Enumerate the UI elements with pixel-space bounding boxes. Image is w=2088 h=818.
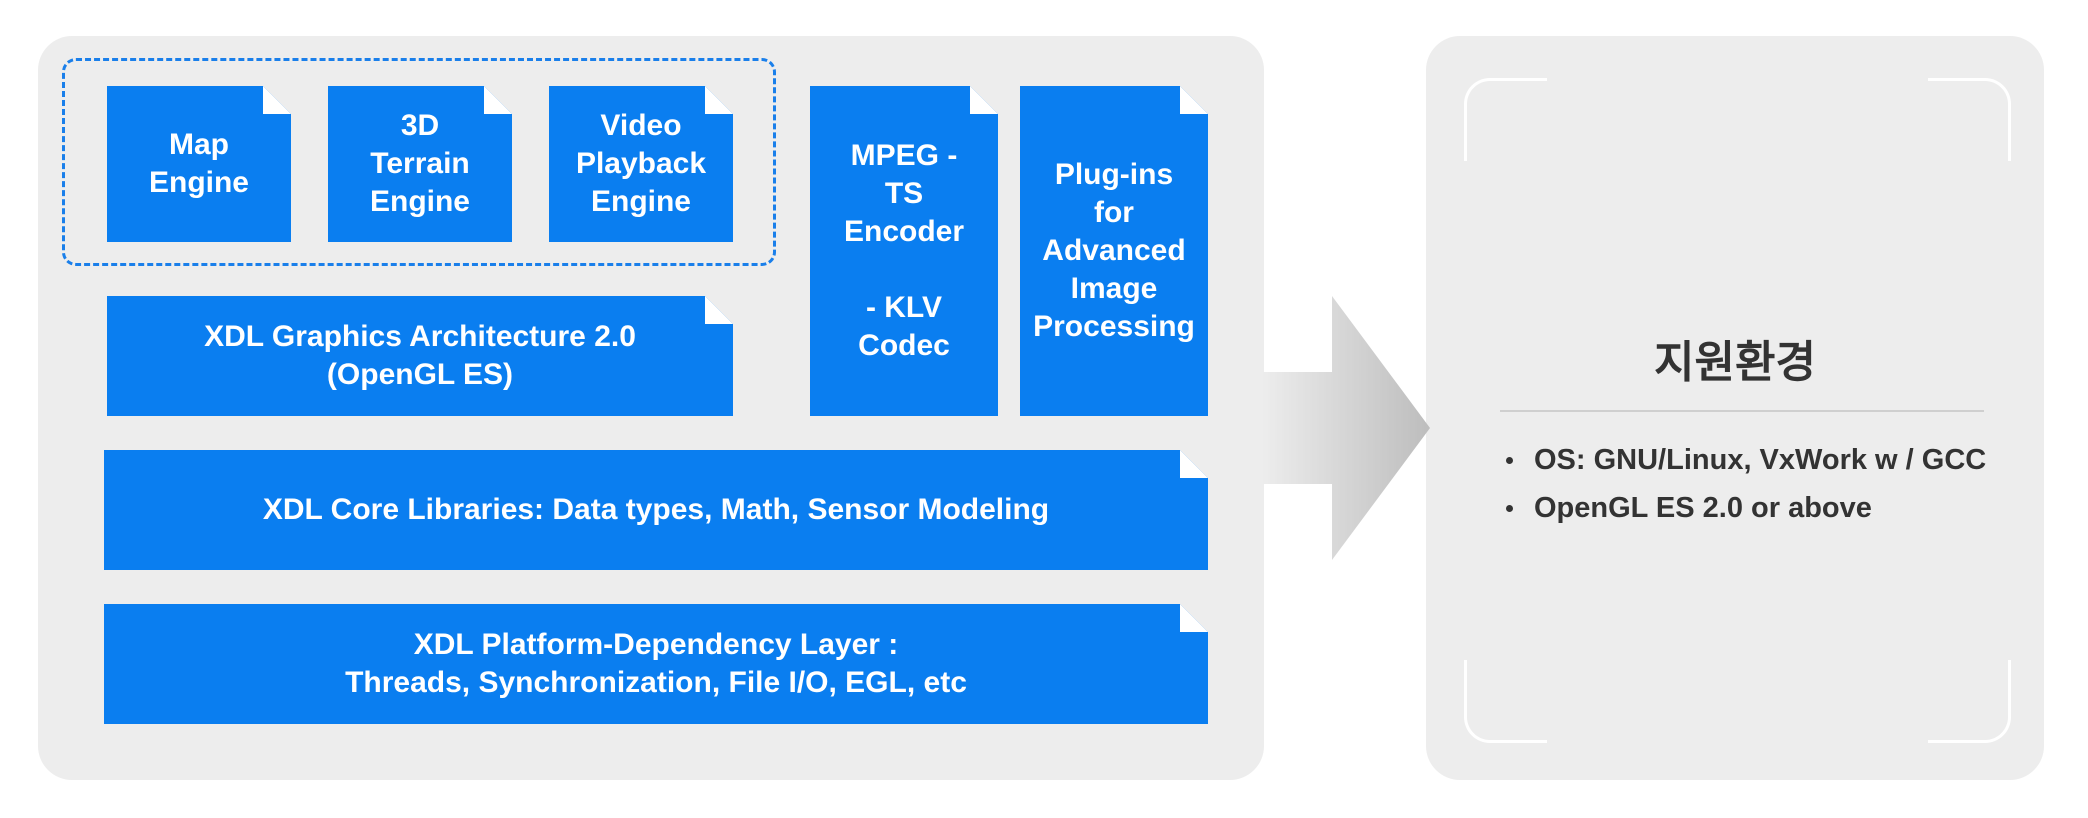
platform-layer-label: XDL Platform-Dependency Layer : Threads,… <box>345 628 967 699</box>
graphics-architecture-block: XDL Graphics Architecture 2.0 (OpenGL ES… <box>107 296 733 416</box>
video-engine-block: Video Playback Engine <box>549 86 733 242</box>
frame-corner-top-left <box>1464 78 1547 161</box>
environment-item-opengl: OpenGL ES 2.0 or above <box>1504 484 1986 532</box>
mpeg-encoder-block: MPEG - TS Encoder - KLV Codec <box>810 86 998 416</box>
frame-corner-top-right <box>1928 78 2011 161</box>
map-engine-label: Map Engine <box>148 128 249 199</box>
video-engine-label: Video Playback Engine <box>575 109 707 218</box>
core-libraries-block: XDL Core Libraries: Data types, Math, Se… <box>104 450 1208 570</box>
plugins-block: Plug-ins for Advanced Image Processing <box>1020 86 1208 416</box>
terrain-engine-block: 3D Terrain Engine <box>328 86 512 242</box>
platform-layer-block: XDL Platform-Dependency Layer : Threads,… <box>104 604 1208 724</box>
frame-corner-bottom-right <box>1928 660 2011 743</box>
environment-list: OS: GNU/Linux, VxWork w / GCC OpenGL ES … <box>1504 436 1986 532</box>
arrow-right-icon <box>1262 296 1430 560</box>
environment-divider <box>1500 410 1984 412</box>
graphics-architecture-label: XDL Graphics Architecture 2.0 (OpenGL ES… <box>204 320 636 391</box>
core-libraries-label: XDL Core Libraries: Data types, Math, Se… <box>262 493 1050 526</box>
environment-item-os: OS: GNU/Linux, VxWork w / GCC <box>1504 436 1986 484</box>
frame-corner-bottom-left <box>1464 660 1547 743</box>
mpeg-encoder-label: MPEG - TS Encoder - KLV Codec <box>843 139 965 362</box>
map-engine-block: Map Engine <box>107 86 291 242</box>
terrain-engine-label: 3D Terrain Engine <box>369 109 470 218</box>
engine-group-outline <box>62 58 776 266</box>
environment-title: 지원환경 <box>1654 338 1816 387</box>
plugins-label: Plug-ins for Advanced Image Processing <box>1033 158 1195 343</box>
